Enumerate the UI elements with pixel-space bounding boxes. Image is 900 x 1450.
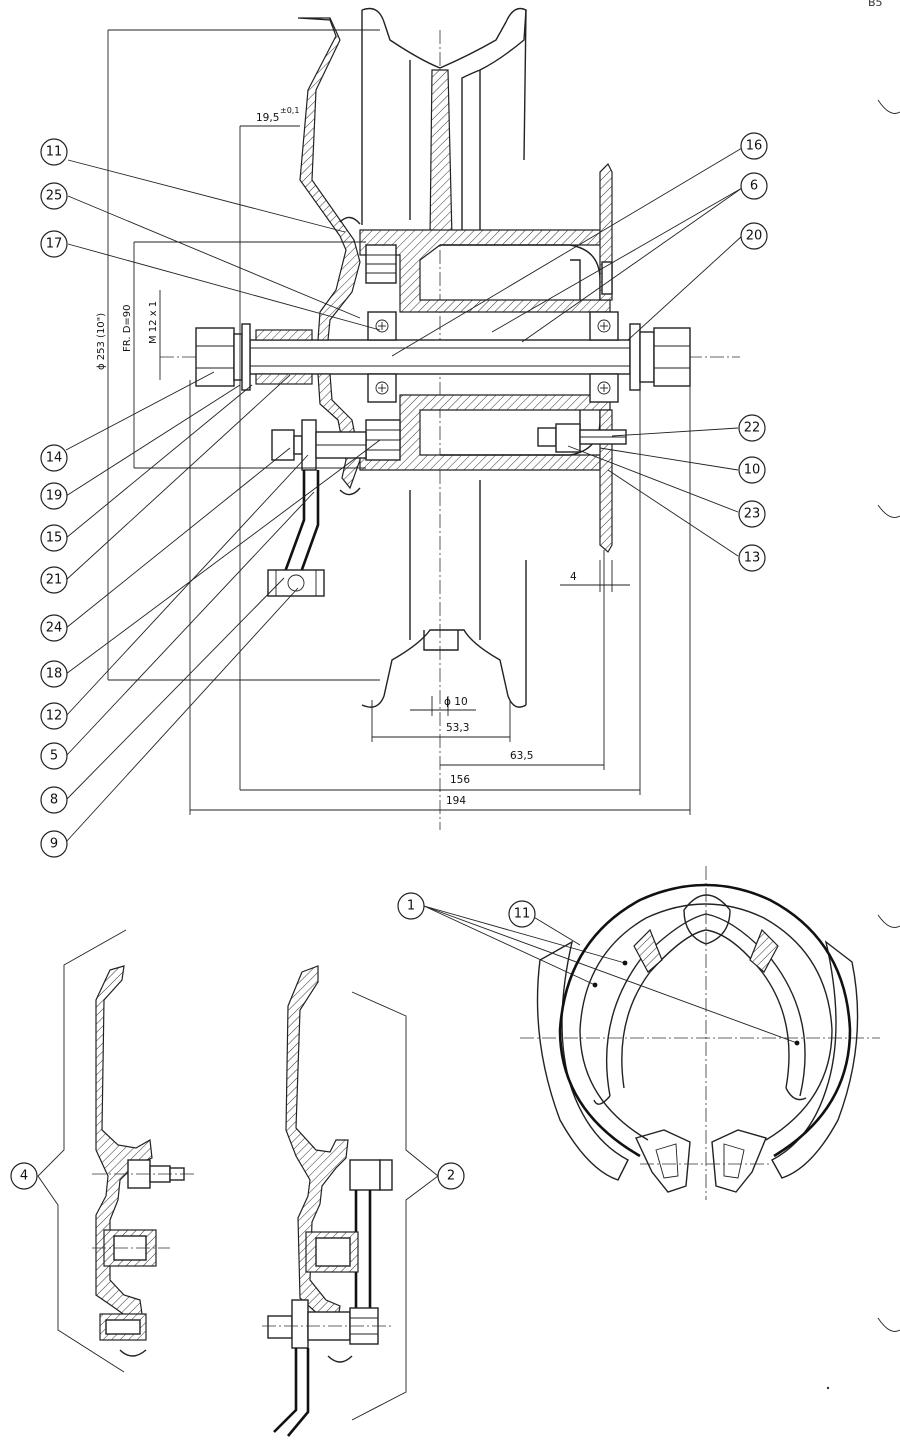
dim-brake-diameter: FR. D=90 (122, 304, 133, 352)
callout-12: 12 (40, 702, 68, 730)
svg-text:5: 5 (50, 749, 58, 764)
svg-text:16: 16 (746, 139, 763, 154)
dim-offset-tol: ±0,1 (280, 106, 299, 115)
callout-22: 22 (738, 414, 766, 442)
binder-marks (877, 99, 900, 1332)
svg-text:4: 4 (20, 1169, 28, 1184)
svg-text:22: 22 (744, 421, 761, 436)
svg-text:20: 20 (746, 229, 763, 244)
svg-text:2: 2 (447, 1169, 455, 1184)
callout-11-shoe: 11 (508, 900, 536, 928)
svg-text:10: 10 (744, 463, 761, 478)
svg-text:25: 25 (46, 189, 63, 204)
callout-9: 9 (40, 830, 68, 858)
sprocket-bolt (537, 423, 627, 453)
callout-20: 20 (740, 222, 768, 250)
leader-lines (65, 147, 798, 1044)
dimensions: ϕ 253 (10") FR. D=90 M 12 x 1 19,5 ±0,1 … (96, 29, 691, 815)
svg-text:19: 19 (46, 489, 63, 504)
bearing-left (367, 311, 397, 403)
svg-text:8: 8 (50, 793, 58, 808)
dim-53-3: 53,3 (446, 722, 469, 734)
dim-63-5: 63,5 (510, 750, 533, 762)
callout-2: 2 (437, 1162, 465, 1190)
callout-15: 15 (40, 524, 68, 552)
callout-4: 4 (10, 1162, 38, 1190)
callout-16: 16 (740, 132, 768, 160)
callout-1: 1 (397, 892, 425, 920)
callout-21: 21 (40, 566, 68, 594)
callout-23: 23 (738, 500, 766, 528)
callout-6: 6 (740, 172, 768, 200)
dim-rim-diameter: ϕ 253 (10") (96, 313, 107, 370)
brake-cam-bolt (271, 419, 367, 471)
svg-text:13: 13 (744, 551, 761, 566)
svg-text:11: 11 (514, 907, 531, 922)
svg-text:6: 6 (750, 179, 758, 194)
callout-25: 25 (40, 182, 68, 210)
callout-19: 19 (40, 482, 68, 510)
svg-text:11: 11 (46, 145, 63, 160)
callout-5: 5 (40, 742, 68, 770)
hub-cross-section (160, 7, 740, 830)
dim-thread: M 12 x 1 (148, 301, 159, 344)
callout-10: 10 (738, 456, 766, 484)
dim-offset: 19,5 (256, 112, 279, 124)
callouts: 11 25 17 14 19 15 21 24 18 12 5 8 9 16 6… (10, 132, 768, 1190)
axle (249, 339, 631, 375)
svg-text:9: 9 (50, 837, 58, 852)
svg-text:14: 14 (46, 451, 63, 466)
callout-24: 24 (40, 614, 68, 642)
svg-text:24: 24 (46, 621, 63, 636)
detail-view-4 (37, 929, 196, 1373)
brake-shoe-detail (520, 866, 880, 1200)
bearing-right (589, 311, 619, 403)
dim-156: 156 (450, 774, 470, 786)
svg-text:23: 23 (744, 507, 761, 522)
callout-8: 8 (40, 786, 68, 814)
axle-nut-left (195, 323, 251, 391)
page-mark: B5 (868, 0, 883, 9)
dim-194: 194 (446, 795, 466, 807)
svg-text:18: 18 (46, 667, 63, 682)
callout-11: 11 (40, 138, 68, 166)
svg-text:1: 1 (407, 899, 415, 914)
callout-18: 18 (40, 660, 68, 688)
callout-14: 14 (40, 444, 68, 472)
axle-nut-right (629, 323, 691, 391)
svg-text:17: 17 (46, 237, 63, 252)
callout-17: 17 (40, 230, 68, 258)
callout-13: 13 (738, 544, 766, 572)
brake-lever (280, 470, 306, 581)
detail-view-2 (262, 965, 439, 1437)
svg-text:21: 21 (46, 573, 63, 588)
dim-4: 4 (570, 571, 577, 583)
dim-hub-bore: ϕ 10 (444, 696, 468, 708)
svg-text:15: 15 (46, 531, 63, 546)
svg-text:12: 12 (46, 709, 63, 724)
